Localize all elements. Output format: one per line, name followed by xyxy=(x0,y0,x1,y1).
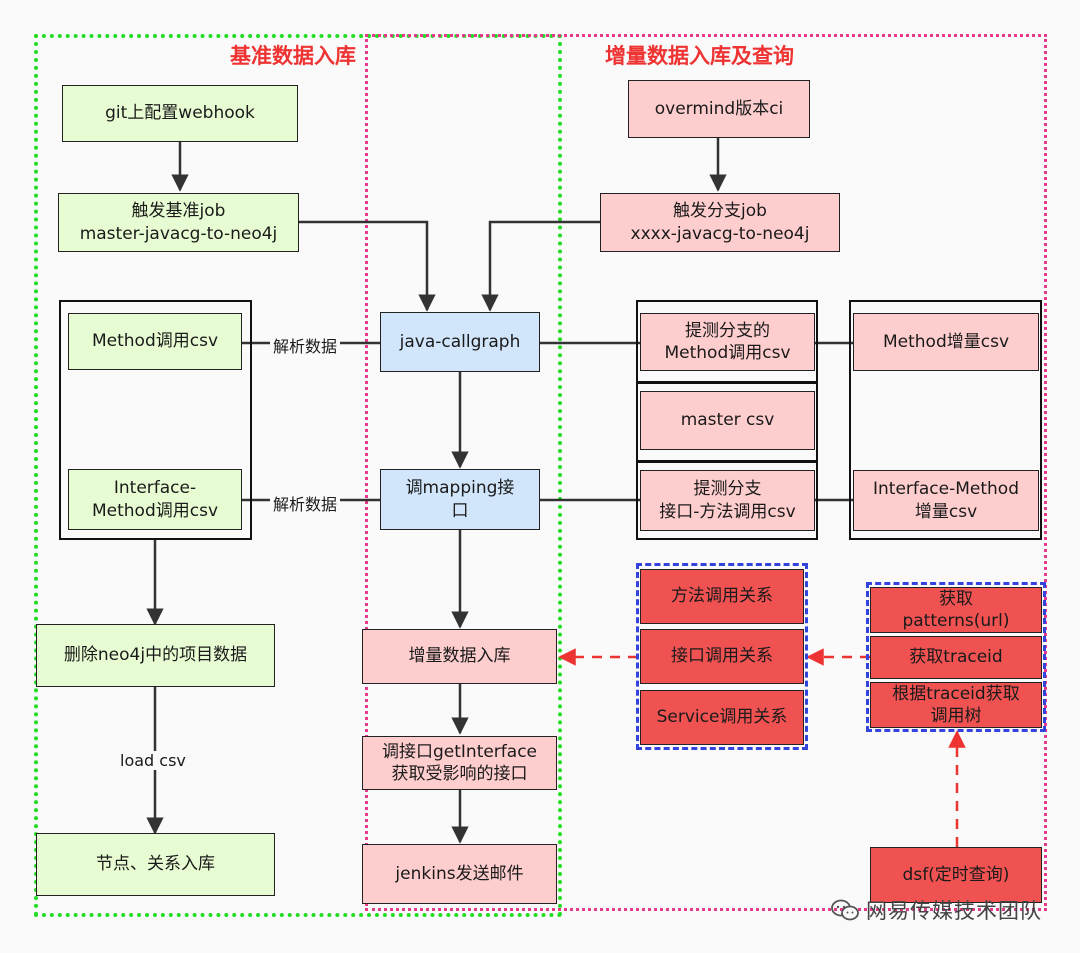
incremental-region xyxy=(365,34,1047,911)
trace-group-frame xyxy=(866,582,1046,732)
branch-interface-csv-node: 提测分支 接口-方法调用csv xyxy=(640,470,815,531)
trigger-base-job-node: 触发基准job master-javacg-to-neo4j xyxy=(58,193,299,252)
branch-frame-divider-top xyxy=(636,381,818,384)
incr-csv-frame xyxy=(849,300,1042,540)
baseline-region xyxy=(34,34,562,917)
traceid-tree-node: 根据traceid获取 调用树 xyxy=(870,682,1042,728)
interface-relation-node: 接口调用关系 xyxy=(640,629,804,684)
edge-branchjob-to-callgraph xyxy=(481,220,600,312)
branch-frame-divider-bottom xyxy=(636,460,818,463)
incremental-region-title: 增量数据入库及查询 xyxy=(605,44,794,68)
master-csv-node: master csv xyxy=(640,391,815,450)
relation-group-frame xyxy=(636,563,808,750)
nodes-relations-node: 节点、关系入库 xyxy=(36,833,275,896)
parse-data-label-1: 解析数据 xyxy=(270,333,341,357)
watermark: 网易传媒技术团队 xyxy=(830,895,1042,925)
load-csv-label: load csv xyxy=(117,751,189,770)
service-relation-node: Service调用关系 xyxy=(640,690,804,745)
baseline-csv-frame xyxy=(59,300,252,540)
baseline-region-title: 基准数据入库 xyxy=(230,44,356,68)
delete-neo4j-node: 删除neo4j中的项目数据 xyxy=(36,624,275,687)
watermark-text: 网易传媒技术团队 xyxy=(866,899,1042,923)
git-webhook-node: git上配置webhook xyxy=(62,85,298,142)
get-traceid-node: 获取traceid xyxy=(870,636,1042,679)
method-incr-csv-node: Method增量csv xyxy=(853,313,1039,371)
method-relation-node: 方法调用关系 xyxy=(640,569,804,624)
branch-csv-frame xyxy=(636,300,818,540)
trigger-branch-job-node: 触发分支job xxxx-javacg-to-neo4j xyxy=(600,193,840,252)
incremental-import-node: 增量数据入库 xyxy=(362,629,557,684)
interface-method-csv-node: Interface- Method调用csv xyxy=(68,469,242,530)
call-mapping-node: 调mapping接 口 xyxy=(380,469,540,530)
dsf-query-node: dsf(定时查询) xyxy=(870,847,1042,903)
parse-data-label-2: 解析数据 xyxy=(270,491,341,515)
wechat-icon xyxy=(831,899,859,921)
get-patterns-node: 获取 patterns(url) xyxy=(870,587,1042,633)
java-callgraph-node: java-callgraph xyxy=(380,312,540,372)
interface-method-incr-csv-node: Interface-Method 增量csv xyxy=(853,470,1039,531)
get-interface-node: 调接口getInterface 获取受影响的接口 xyxy=(362,736,557,790)
jenkins-mail-node: jenkins发送邮件 xyxy=(362,844,557,904)
overmind-ci-node: overmind版本ci xyxy=(628,80,810,138)
edge-basejob-to-callgraph xyxy=(299,220,436,312)
method-call-csv-node: Method调用csv xyxy=(68,313,242,370)
branch-method-csv-node: 提测分支的 Method调用csv xyxy=(640,313,815,371)
